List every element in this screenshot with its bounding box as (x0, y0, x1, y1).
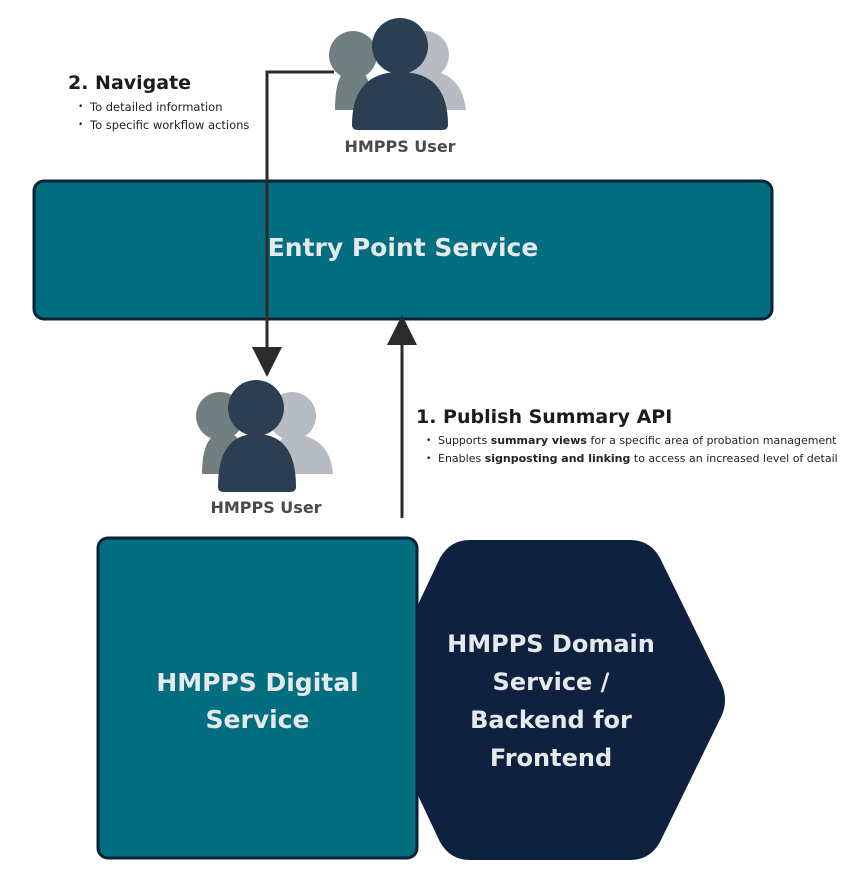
bold-text: signposting and linking (484, 452, 631, 465)
domain-service-hexagon (377, 540, 725, 860)
publish-bullet: Supports summary views for a specific ar… (426, 432, 838, 450)
publish-annotation: 1. Publish Summary API Supports summary … (416, 406, 838, 468)
domain-label-line: Service / (492, 668, 610, 696)
domain-service-label: HMPPS Domain Service / Backend for Front… (420, 625, 682, 777)
navigate-annotation: 2. Navigate To detailed information To s… (68, 72, 249, 134)
entry-point-service-label: Entry Point Service (267, 233, 539, 262)
domain-label-line: HMPPS Domain (447, 630, 655, 658)
navigate-bullet: To detailed information (78, 98, 249, 116)
navigate-arrow (252, 70, 334, 377)
domain-label-line: Backend for (470, 706, 632, 734)
publish-title: 1. Publish Summary API (416, 406, 673, 428)
digital-service-box (96, 536, 419, 860)
digital-service-label: HMPPS Digital Service (156, 668, 359, 734)
text: Supports (438, 434, 491, 447)
users-icon (196, 380, 333, 492)
text: Enables (438, 452, 485, 465)
publish-bullet: Enables signposting and linking to acces… (426, 450, 838, 468)
text: to access an increased level of detail (630, 452, 838, 465)
top-user-label: HMPPS User (344, 137, 456, 156)
bold-text: summary views (490, 434, 587, 447)
middle-user-label: HMPPS User (210, 498, 322, 517)
domain-label-line: Frontend (489, 744, 613, 772)
navigate-bullet: To specific workflow actions (78, 116, 249, 134)
navigate-title: 2. Navigate (68, 72, 192, 94)
text: for a specific area of probation managem… (586, 434, 837, 447)
users-icon (329, 18, 466, 130)
